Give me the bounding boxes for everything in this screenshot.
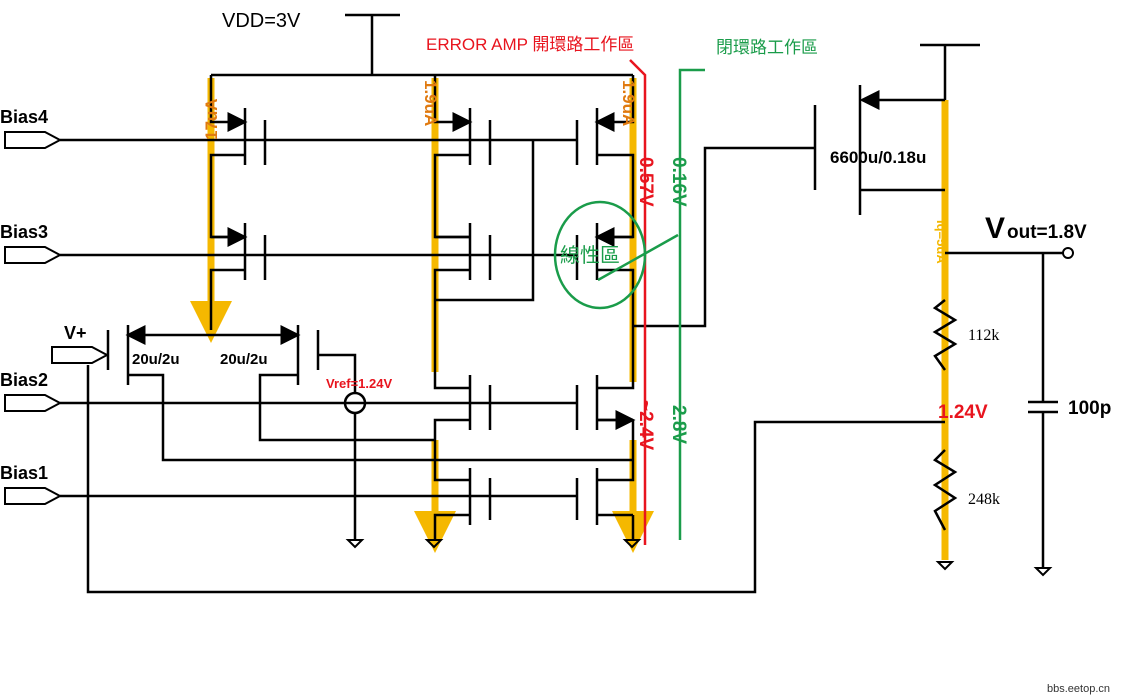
- vplus-label: V+: [64, 323, 87, 343]
- vout-value: out=1.8V: [1007, 222, 1087, 243]
- vref-label: Vref=1.24V: [326, 376, 392, 391]
- open-loop-range-line: [629, 59, 647, 545]
- r2-label: 248k: [968, 491, 1000, 508]
- linear-region-pointer: [597, 233, 679, 282]
- closed-loop-label: 閉環路工作區: [716, 38, 818, 57]
- ground-icons: [345, 539, 1053, 577]
- pair-left-size: 20u/2u: [132, 351, 180, 368]
- current-right: 1.9uA: [619, 80, 638, 126]
- voltage-open-top: 0.57V: [635, 157, 656, 207]
- closed-loop-range-line: [678, 68, 705, 540]
- right-branch: [575, 75, 815, 540]
- pair-right-size: 20u/2u: [220, 351, 268, 368]
- bias-lines: [60, 138, 577, 498]
- voltage-closed-bottom: 2.8V: [668, 405, 689, 444]
- vdd-label: VDD=3V: [222, 10, 301, 32]
- linear-region-label: 線性區: [560, 244, 620, 267]
- bias1-label: Bias1: [0, 463, 48, 483]
- vout-terminal[interactable]: [1062, 247, 1074, 259]
- differential-pair: [86, 325, 945, 594]
- output-stage: [813, 85, 1074, 568]
- current-mid: 1.9uA: [421, 80, 440, 126]
- pass-transistor-size: 6600u/0.18u: [830, 148, 926, 167]
- watermark: bbs.eetop.cn: [1047, 683, 1110, 695]
- linear-region-circle: [553, 200, 647, 310]
- fb-voltage: 1.24V: [938, 402, 988, 423]
- bias2-label: Bias2: [0, 370, 48, 390]
- r1-label: 112k: [968, 327, 999, 344]
- mid-branch: [433, 75, 535, 540]
- current-left: 17uA: [202, 98, 221, 140]
- bias4-label: Bias4: [0, 107, 48, 127]
- input-ports[interactable]: [4, 131, 110, 505]
- bias-mirror-left: [209, 75, 267, 330]
- vref-source-icon: [343, 391, 367, 415]
- error-amp-label: ERROR AMP 開環路工作區: [426, 35, 634, 54]
- cap-label: 100p: [1068, 398, 1111, 419]
- vdd-supply: [211, 13, 980, 100]
- bias3-label: Bias3: [0, 222, 48, 242]
- voltage-closed-top: 0.16V: [668, 157, 689, 207]
- voltage-open-bottom: ~2.4V: [635, 400, 656, 451]
- vout-v: V: [985, 212, 1005, 245]
- current-output: Iq=5uA: [934, 220, 949, 264]
